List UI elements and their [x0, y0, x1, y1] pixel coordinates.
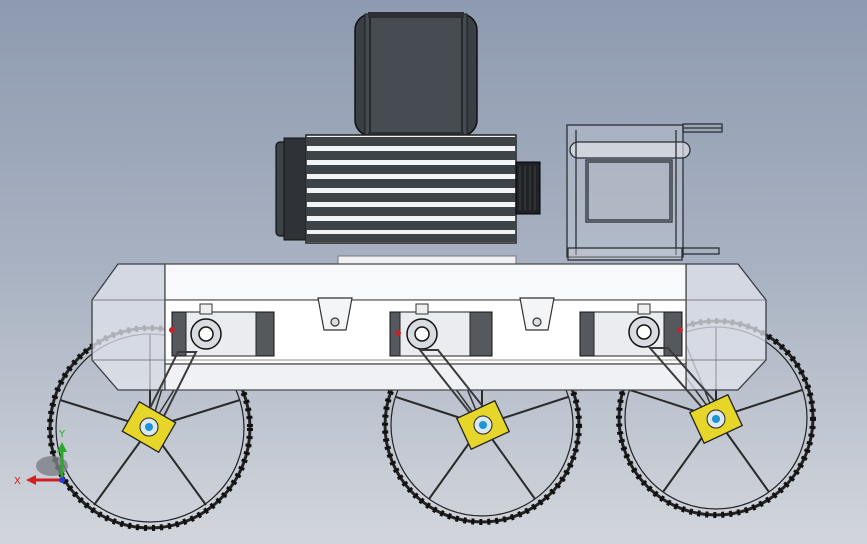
bearing-block-right[interactable]: [579, 303, 683, 357]
motor-housing[interactable]: [354, 12, 478, 138]
control-box-frame[interactable]: [566, 123, 723, 261]
finned-motor[interactable]: [275, 134, 541, 244]
bearing-block-left[interactable]: [169, 303, 275, 357]
mounting-tabs: [317, 297, 555, 331]
hub-plate-right[interactable]: [688, 393, 744, 445]
bearing-block-center[interactable]: [389, 303, 493, 357]
hub-plate-center[interactable]: [455, 399, 511, 451]
triad-x-label: X: [14, 476, 21, 487]
coordinate-triad: Y X: [14, 429, 68, 487]
hub-plate-left[interactable]: [121, 400, 177, 454]
triad-y-label: Y: [58, 429, 66, 440]
